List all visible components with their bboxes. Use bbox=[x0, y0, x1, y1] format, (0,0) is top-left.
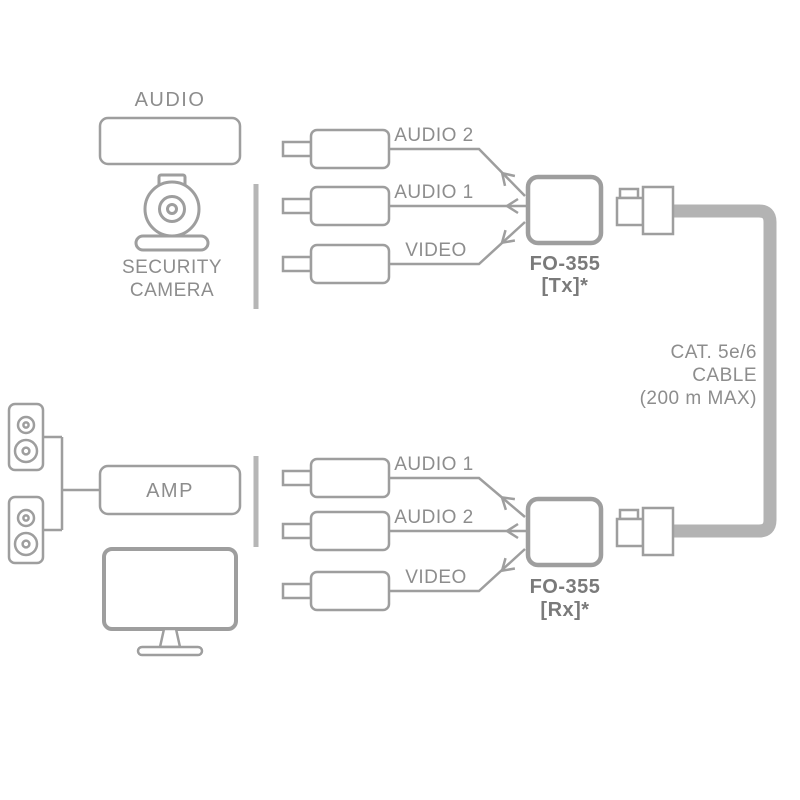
rca-plug-tx-audio2-icon bbox=[281, 128, 391, 170]
monitor-screen bbox=[102, 547, 238, 631]
rx-connector-label-audio2: AUDIO 2 bbox=[394, 507, 474, 528]
fo355-tx-box bbox=[525, 174, 604, 246]
camera-label-line2: CAMERA bbox=[130, 280, 214, 301]
camera-lens-center bbox=[166, 203, 178, 215]
fo355-rx-unit-label: [Rx]* bbox=[540, 599, 589, 621]
security-camera-icon bbox=[134, 173, 210, 252]
camera-label-line1: SECURITY bbox=[122, 257, 222, 278]
fo355-tx-model-label: FO-355 bbox=[530, 253, 601, 275]
cable-label-line3: (200 m MAX) bbox=[640, 388, 757, 409]
tx-wire-audio2 bbox=[389, 147, 526, 197]
fo355-rx-model-label: FO-355 bbox=[530, 576, 601, 598]
tx-connector-label-video: VIDEO bbox=[405, 240, 467, 261]
rj45-plug-tx-icon bbox=[615, 185, 675, 236]
monitor-icon bbox=[102, 547, 238, 657]
camera-base bbox=[134, 234, 210, 252]
speaker-icon-top bbox=[7, 402, 45, 472]
audio-source-box bbox=[98, 116, 242, 166]
tx-wire-video bbox=[389, 221, 526, 266]
rca-plug-rx-audio2-icon bbox=[281, 510, 391, 552]
rca-plug-tx-video-icon bbox=[281, 243, 391, 285]
speaker-wires bbox=[43, 435, 100, 532]
fo355-tx-unit-label: [Tx]* bbox=[542, 275, 589, 297]
fo355-rx-box bbox=[525, 496, 604, 568]
rx-connector-label-audio1: AUDIO 1 bbox=[394, 454, 474, 475]
audio-source-label: AUDIO bbox=[135, 89, 206, 111]
rca-plug-rx-video-icon bbox=[281, 570, 391, 612]
rca-plug-tx-audio1-icon bbox=[281, 185, 391, 227]
amp-label: AMP bbox=[146, 480, 194, 502]
tx-connector-label-audio1: AUDIO 1 bbox=[394, 182, 474, 203]
monitor-stand bbox=[158, 627, 182, 649]
speaker-icon-bottom bbox=[7, 495, 45, 565]
rj45-plug-rx-icon bbox=[615, 506, 675, 557]
cable-label-line2: CABLE bbox=[692, 365, 757, 386]
rca-plug-rx-audio1-icon bbox=[281, 457, 391, 499]
amp-box bbox=[98, 464, 242, 516]
cable-label: CAT. 5e/6 CABLE (200 m MAX) bbox=[640, 342, 757, 409]
cable-label-line1: CAT. 5e/6 bbox=[670, 342, 757, 363]
cat-cable bbox=[672, 204, 777, 538]
monitor-base bbox=[136, 645, 204, 657]
rx-wire-audio1 bbox=[389, 476, 526, 518]
rx-wire-video bbox=[389, 548, 526, 593]
tx-connector-label-audio2: AUDIO 2 bbox=[394, 125, 474, 146]
rx-connector-label-video: VIDEO bbox=[405, 567, 467, 588]
